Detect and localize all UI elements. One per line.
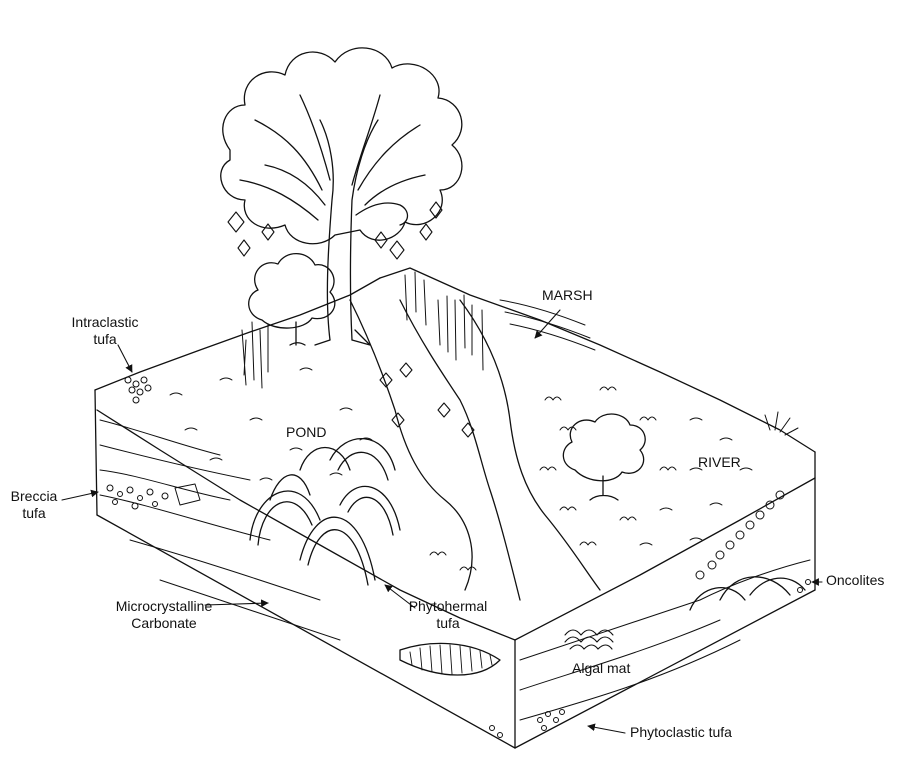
label-algal-mat: Algal mat	[572, 660, 630, 677]
label-phytohermal-line2: tufa	[398, 615, 498, 632]
label-microcrystalline-line2: Carbonate	[104, 615, 224, 632]
right-face-strata	[520, 560, 810, 720]
label-intraclastic-line2: tufa	[50, 331, 160, 348]
reeds	[242, 272, 483, 388]
label-breccia-line1: Breccia	[2, 488, 66, 505]
label-oncolites: Oncolites	[826, 572, 884, 589]
small-tree-pond	[249, 254, 335, 345]
intraclastic-clasts	[125, 377, 151, 403]
label-intraclastic-line1: Intraclastic	[50, 314, 160, 331]
label-microcrystalline-line1: Microcrystalline	[104, 598, 224, 615]
phytohermal-mounds	[250, 439, 400, 585]
river-ripples	[640, 418, 752, 545]
label-microcrystalline-carbonate: Microcrystalline Carbonate	[104, 598, 224, 632]
label-breccia-tufa: Breccia tufa	[2, 488, 66, 522]
small-tree-marsh	[563, 414, 645, 500]
label-breccia-line2: tufa	[2, 505, 66, 522]
label-phytohermal-tufa: Phytohermal tufa	[398, 598, 498, 632]
region-label-river: RIVER	[698, 454, 741, 470]
label-intraclastic-tufa: Intraclastic tufa	[50, 314, 160, 348]
region-label-pond: POND	[286, 424, 326, 440]
breccia-clasts	[107, 484, 200, 509]
algal-mat-structure	[565, 630, 613, 649]
large-tree	[221, 48, 462, 345]
phytoclastic-clasts	[490, 710, 565, 738]
label-phytoclastic-tufa: Phytoclastic tufa	[630, 724, 732, 741]
block-outline	[95, 268, 815, 748]
marsh-hatching	[500, 300, 595, 350]
stream-channel	[350, 300, 600, 600]
label-phytohermal-line1: Phytohermal	[398, 598, 498, 615]
carbonate-lens	[400, 643, 500, 675]
region-label-marsh: MARSH	[542, 287, 593, 303]
